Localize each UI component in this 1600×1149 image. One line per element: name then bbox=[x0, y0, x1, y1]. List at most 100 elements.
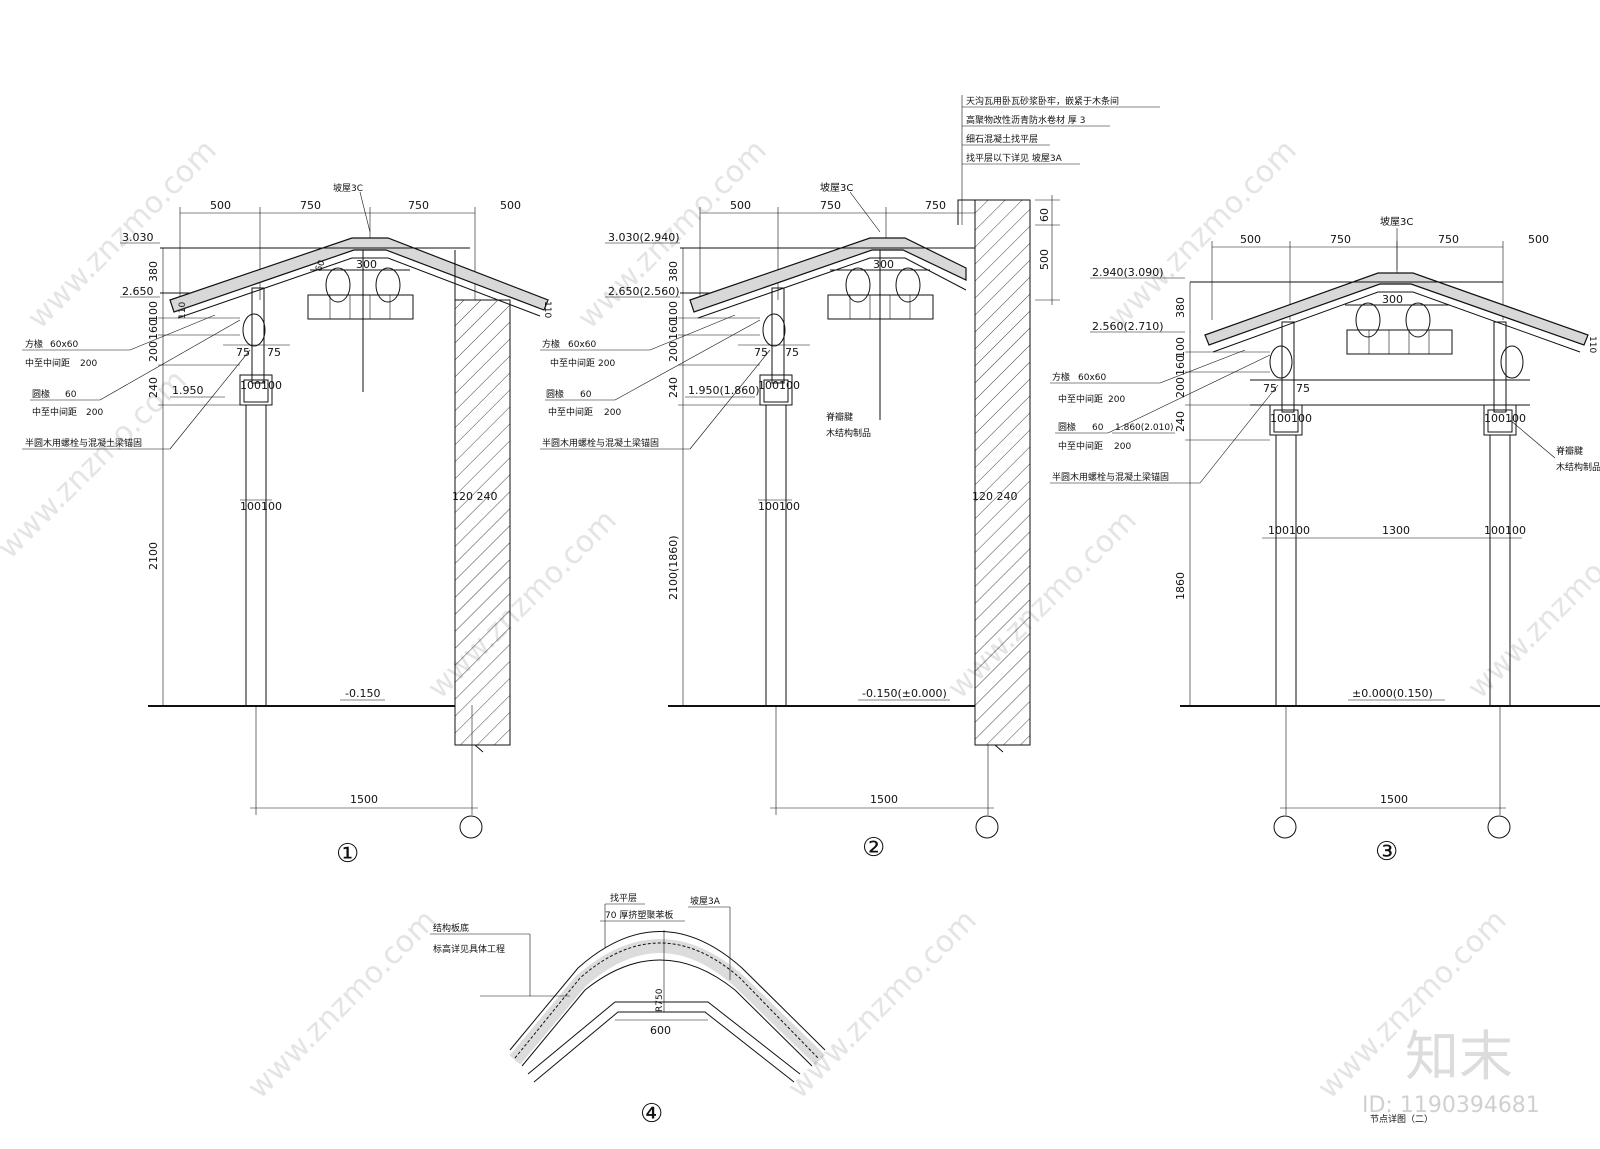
col-dim: 100100 bbox=[1484, 524, 1526, 537]
h-dim: 160 bbox=[667, 319, 680, 340]
watermark-text: www.znzmo.com bbox=[781, 903, 984, 1106]
ridge-note: 脊瓣腱 bbox=[826, 411, 853, 423]
anchor-note: 半圆木用螺栓与混凝土梁锚固 bbox=[542, 437, 659, 449]
dim-label: 750 bbox=[925, 199, 946, 212]
section-2: 天沟瓦用卧瓦砂浆卧牢，嵌紧于木条间 高聚物改性沥青防水卷材 厚 3 细石混凝土找… bbox=[540, 95, 1160, 863]
roof-tag: 坡屋3C bbox=[1380, 215, 1413, 228]
ridge-width: 300 bbox=[356, 258, 377, 271]
note-value: 200 bbox=[598, 359, 615, 369]
note-value: 60 bbox=[1092, 423, 1104, 433]
h-dim: 240 bbox=[1174, 411, 1187, 432]
h-dim: 100 bbox=[667, 301, 680, 322]
watermark-text: www.znzmo.com bbox=[1461, 503, 1600, 706]
section-number: ③ bbox=[1375, 837, 1398, 867]
ridge-block bbox=[307, 294, 414, 320]
axis-bubble bbox=[1487, 815, 1511, 839]
slope-dim: 60 bbox=[314, 259, 327, 273]
roof-tiles bbox=[169, 237, 549, 313]
note-value: 200 bbox=[1108, 395, 1125, 405]
wall-dim: 120 240 bbox=[972, 490, 1018, 503]
section-number: ① bbox=[336, 839, 359, 869]
beam-dim: 75 bbox=[1263, 382, 1277, 395]
beam-dim: 75 bbox=[236, 346, 250, 359]
dim-label: 500 bbox=[730, 199, 751, 212]
eave-dim: 110 bbox=[1587, 336, 1597, 353]
detail-note: 坡屋3A bbox=[690, 895, 721, 907]
ridge-note: 脊瓣腱 bbox=[1556, 445, 1583, 457]
h-dim: 160 bbox=[1174, 355, 1187, 376]
elevation-floor: -0.150 bbox=[345, 687, 380, 700]
beam-dim: 75 bbox=[267, 346, 281, 359]
h-dim: 380 bbox=[147, 261, 160, 282]
watermark-text: www.znzmo.com bbox=[241, 903, 444, 1106]
dim-label: 500 bbox=[210, 199, 231, 212]
col-dim: 100100 bbox=[1484, 412, 1526, 425]
brick-wall bbox=[454, 299, 511, 746]
ridge-width: 300 bbox=[873, 258, 894, 271]
h-dim: 1860 bbox=[1174, 572, 1187, 600]
drawing-caption: 节点详图（二） bbox=[1370, 1113, 1433, 1125]
h-dim: 240 bbox=[147, 377, 160, 398]
elevation-top: 3.030(2.940) bbox=[608, 231, 680, 244]
h-dim: 2100 bbox=[147, 542, 160, 570]
note-value: 60 bbox=[580, 390, 592, 400]
dim-label: 750 bbox=[1438, 233, 1459, 246]
col-dim: 100100 bbox=[240, 379, 282, 392]
dim-label: 750 bbox=[408, 199, 429, 212]
note-value: 200 bbox=[1114, 442, 1131, 452]
beam-block bbox=[759, 374, 793, 406]
col-dim: 100100 bbox=[758, 500, 800, 513]
note-label: 中至中间距 bbox=[25, 357, 70, 369]
dim-label: 750 bbox=[1330, 233, 1351, 246]
h-dim: 2100(1860) bbox=[667, 535, 680, 600]
roof-tag: 坡屋3C bbox=[333, 182, 363, 194]
anchor-note: 半圆木用螺栓与混凝土梁锚固 bbox=[1052, 471, 1169, 483]
watermark-text: www.znzmo.com bbox=[941, 503, 1144, 706]
detail-note: 结构板底 bbox=[433, 922, 469, 934]
radius-dim: R750 bbox=[655, 988, 665, 1012]
detail-note: 找平层以下详见 坡屋3A bbox=[966, 152, 1063, 164]
dim-label: 500 bbox=[500, 199, 521, 212]
h-dim: 380 bbox=[1174, 297, 1187, 318]
watermark-text: www.znzmo.com bbox=[1101, 133, 1304, 336]
elevation-eave: 2.650(2.560) bbox=[608, 285, 680, 298]
dim-label: 750 bbox=[820, 199, 841, 212]
section-number: ② bbox=[862, 833, 885, 863]
note-label: 中至中间距 bbox=[548, 406, 593, 418]
note-value: 60x60 bbox=[1078, 373, 1107, 383]
elevation-beam: 1.860(2.010) bbox=[1115, 423, 1174, 433]
ridge-note: 木结构制品 bbox=[826, 427, 871, 439]
note-label: 圆椽 bbox=[546, 388, 564, 400]
h-dim: 240 bbox=[667, 377, 680, 398]
axis-bubble bbox=[975, 815, 999, 839]
dim-label: 750 bbox=[300, 199, 321, 212]
elevation-floor: -0.150(±0.000) bbox=[862, 687, 947, 700]
h-dim: 200 bbox=[667, 341, 680, 362]
col-dim: 100100 bbox=[758, 379, 800, 392]
elevation-floor: ±0.000(0.150) bbox=[1352, 687, 1433, 700]
beam-block bbox=[239, 374, 273, 406]
eave-dim: 110 bbox=[178, 302, 188, 319]
detail-note: 高聚物改性沥青防水卷材 厚 3 bbox=[966, 114, 1085, 126]
note-label: 圆椽 bbox=[1058, 421, 1076, 433]
col-dim: 100100 bbox=[1268, 524, 1310, 537]
note-value: 200 bbox=[86, 408, 103, 418]
span-dim: 1500 bbox=[870, 793, 898, 806]
section-3: 500 750 750 500 坡屋3C 300 110 75 75 10010… bbox=[1050, 215, 1600, 867]
detail-note: 70 厚挤塑聚苯板 bbox=[605, 909, 673, 921]
note-label: 中至中间距 bbox=[1058, 393, 1103, 405]
note-value: 60x60 bbox=[568, 340, 597, 350]
section-1: 500 750 750 500 坡屋3C 300 60 110 110 75 7… bbox=[22, 182, 552, 869]
anchor-note: 半圆木用螺栓与混凝土梁锚固 bbox=[25, 437, 142, 449]
note-label: 中至中间距 bbox=[32, 406, 77, 418]
beam-dim: 75 bbox=[1296, 382, 1310, 395]
h-dim: 200 bbox=[1174, 377, 1187, 398]
detail-note: 细石混凝土找平层 bbox=[966, 133, 1038, 145]
watermark-text: www.znzmo.com bbox=[421, 503, 624, 706]
elevation-beam: 1.950(1.860) bbox=[688, 384, 760, 397]
roof-tiles bbox=[1204, 272, 1589, 346]
inner-span: 1300 bbox=[1382, 524, 1410, 537]
note-value: 200 bbox=[604, 408, 621, 418]
wall-dim: 120 240 bbox=[452, 490, 498, 503]
span-dim: 1500 bbox=[1380, 793, 1408, 806]
